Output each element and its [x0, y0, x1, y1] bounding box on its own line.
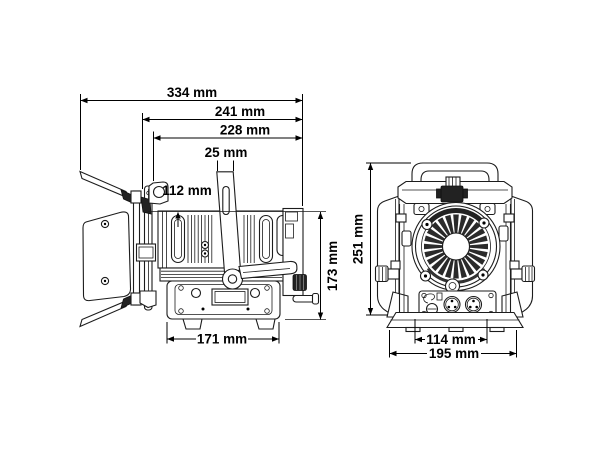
dimension-base-overall-width: 195 mm: [389, 330, 517, 361]
menu-button[interactable]: [190, 287, 202, 299]
barn-door: [79, 170, 142, 328]
foot-rear: [255, 318, 276, 330]
dimension-housing-height: 173 mm: [285, 212, 340, 320]
dmx-out-connector[interactable]: [464, 295, 483, 314]
dim-label-195: 195 mm: [429, 346, 479, 361]
dimension-length-lens-frame: 228 mm: [153, 123, 303, 181]
control-base: [166, 280, 281, 330]
dimension-overall-length: 334 mm: [80, 85, 303, 170]
gel-frame-holder: [135, 181, 169, 311]
dim-label-171: 171 mm: [197, 332, 247, 347]
enter-button[interactable]: [249, 287, 261, 299]
rear-fan-housing: [411, 201, 501, 294]
dmx-in-connector[interactable]: [443, 295, 461, 314]
dimension-yoke-strap-width: 25 mm: [205, 145, 248, 171]
dim-label-112: 112 mm: [162, 183, 212, 198]
dimension-overall-height: 251 mm: [351, 162, 411, 316]
rear-plate: [282, 207, 320, 305]
side-view-drawing: [79, 170, 320, 330]
dimension-length-front-frame: 241 mm: [142, 104, 303, 189]
cable-hook: [423, 293, 435, 304]
dimension-base-length: 171 mm: [166, 322, 280, 347]
yoke-knob-right[interactable]: [509, 260, 536, 283]
hinge-tab-left: [401, 230, 412, 247]
yoke-clamp: [436, 176, 468, 203]
fin-group-front: [187, 215, 213, 263]
connector-panel: [418, 290, 497, 319]
dimension-base-inner-width: 114 mm: [414, 319, 488, 347]
dimensions: 334 mm 241 mm 228 mm 25 mm 1: [80, 85, 517, 361]
dim-label-334: 334 mm: [167, 85, 217, 100]
dimension-lens-diameter: 112 mm: [162, 183, 212, 227]
dim-label-228: 228 mm: [220, 123, 270, 138]
yoke-knob-left[interactable]: [374, 260, 401, 283]
hinge-tab-right: [498, 225, 509, 242]
yoke-strap: [216, 171, 244, 290]
dim-label-241: 241 mm: [215, 104, 265, 119]
foot-front: [182, 318, 203, 330]
dim-label-114: 114 mm: [426, 332, 476, 347]
handle[interactable]: [292, 292, 320, 305]
fin-group-rear: [243, 215, 255, 263]
focus-knob[interactable]: [292, 274, 307, 291]
tilt-lock-lever[interactable]: [238, 260, 298, 280]
dim-label-173: 173 mm: [325, 241, 340, 291]
dim-label-251: 251 mm: [351, 214, 366, 264]
dim-label-25: 25 mm: [205, 145, 248, 160]
rear-view-drawing: [374, 162, 536, 333]
rear-base-plate: [386, 311, 524, 333]
